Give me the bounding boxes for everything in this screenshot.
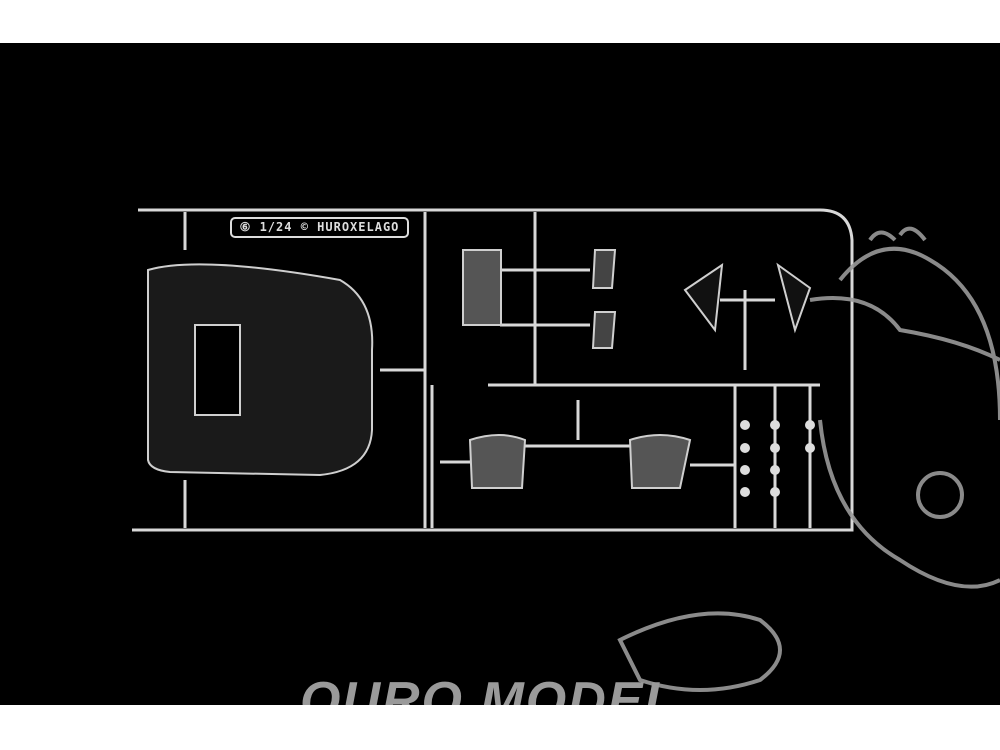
- watermark-text: OURO MODEL: [300, 672, 679, 705]
- sprue-frame: [132, 208, 854, 532]
- clear-part: [462, 249, 502, 326]
- light-lens-part: [468, 434, 527, 489]
- light-lens-part: [628, 434, 692, 489]
- mascot-watermark: [617, 226, 1000, 692]
- sprue-drawing: [132, 208, 1000, 692]
- sprue-photo: ⑥ 1/24 © HUROXELAGO OURO MODEL: [0, 43, 1000, 705]
- windshield-part: [147, 263, 374, 477]
- sprue-part-label: ⑥ 1/24 © HUROXELAGO: [230, 217, 409, 238]
